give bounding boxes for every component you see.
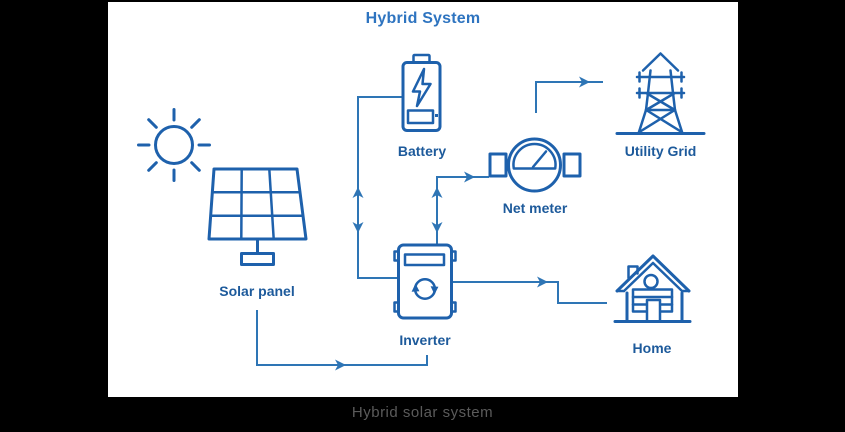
diagram-title: Hybrid System <box>365 10 481 27</box>
diagram-panel: Hybrid System <box>108 2 738 397</box>
arrow-right-icon <box>537 276 548 288</box>
solar-panel-node: Solar panel <box>205 165 309 305</box>
home-node: Home <box>611 252 693 357</box>
arrow-right-icon <box>335 359 346 371</box>
net-meter-label: Net meter <box>502 200 568 216</box>
inverter-icon <box>393 243 457 320</box>
arrow-down-icon <box>431 222 443 233</box>
sun-node <box>136 107 212 183</box>
connector-layer <box>256 76 607 371</box>
arrow-up-icon <box>352 187 364 198</box>
battery-label: Battery <box>397 143 447 159</box>
inverter-home-line <box>452 281 607 304</box>
netmeter-grid-line <box>535 81 603 113</box>
arrow-up-icon <box>431 187 443 198</box>
utility-grid-label: Utility Grid <box>624 143 697 159</box>
home-icon <box>613 254 692 323</box>
arrow-right-icon <box>464 171 475 183</box>
image-caption: Hybrid solar system <box>351 404 494 421</box>
inverter-label: Inverter <box>399 332 451 348</box>
solar-panel-icon <box>207 167 308 266</box>
net-meter-node: Net meter <box>488 135 582 220</box>
utility-grid-icon <box>615 52 706 135</box>
arrow-right-icon <box>579 76 590 88</box>
inverter-node: Inverter <box>393 243 457 348</box>
utility-grid-node: Utility Grid <box>613 51 708 161</box>
battery-icon <box>401 53 442 132</box>
inverter-netmeter-line <box>436 176 489 245</box>
sun-icon <box>137 108 211 182</box>
net-meter-icon <box>488 137 582 193</box>
solar-panel-label: Solar panel <box>219 283 295 299</box>
battery-node: Battery <box>397 53 447 163</box>
home-label: Home <box>632 340 672 356</box>
arrow-down-icon <box>352 222 364 233</box>
